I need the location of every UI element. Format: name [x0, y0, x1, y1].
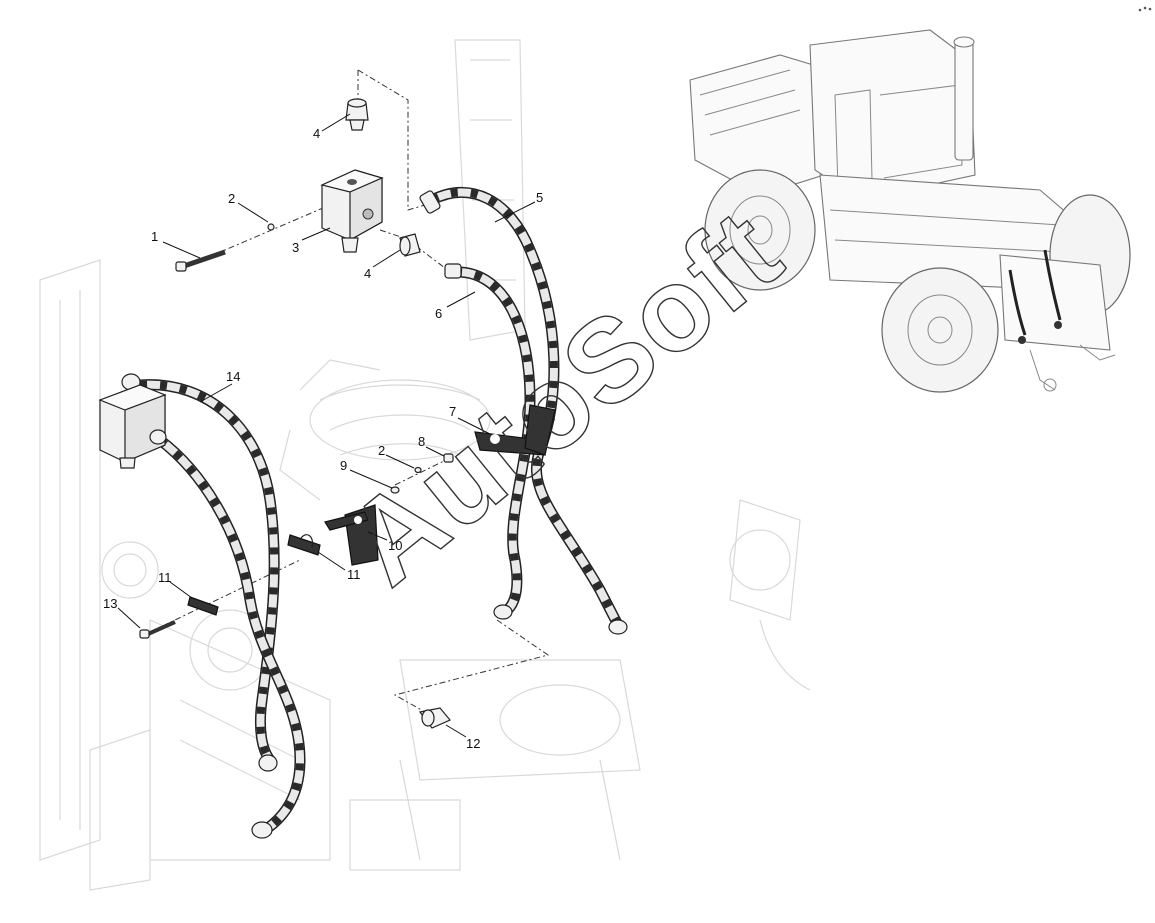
callout-labels: 1 2 3 4 4 5 6 7 2 8 9 10 11 11 12 13 14 — [103, 126, 543, 751]
clamp-11-upper — [287, 534, 321, 556]
callout-9: 9 — [340, 458, 347, 473]
corner-marker — [1138, 6, 1152, 12]
bolt-1 — [175, 249, 226, 272]
callout-4-top: 4 — [313, 126, 320, 141]
bolt-13 — [139, 620, 176, 639]
valve-block-3 — [320, 169, 384, 253]
callout-2-top: 2 — [228, 191, 235, 206]
callout-3: 3 — [292, 240, 299, 255]
leader-lines — [117, 113, 536, 738]
hose-5 — [426, 186, 624, 631]
callout-7: 7 — [449, 404, 456, 419]
washer-2-top — [267, 223, 275, 231]
callout-11-upper: 11 — [347, 567, 361, 582]
fitting-4-top — [345, 98, 369, 131]
hose-fittings — [121, 190, 628, 839]
elbow-12 — [418, 707, 451, 729]
callout-12: 12 — [466, 736, 480, 751]
callout-6: 6 — [435, 306, 442, 321]
callout-8: 8 — [418, 434, 425, 449]
hose-14a — [134, 379, 280, 766]
bracket-7 — [474, 404, 556, 456]
tractor-illustration — [689, 29, 1131, 393]
callout-4-side: 4 — [364, 266, 371, 281]
background-machinery — [39, 39, 811, 891]
callout-10: 10 — [388, 538, 402, 553]
hose-14b — [154, 434, 306, 836]
callout-13: 13 — [103, 596, 117, 611]
callout-11-lower: 11 — [158, 570, 172, 585]
callout-2-lower: 2 — [378, 443, 385, 458]
callout-1: 1 — [151, 229, 158, 244]
callout-14: 14 — [226, 369, 240, 384]
valve-block-14 — [98, 384, 167, 469]
fitting-4-side — [399, 233, 421, 257]
clamp-11-lower — [187, 596, 219, 616]
fasteners-8-2-9 — [390, 453, 454, 494]
callout-5: 5 — [536, 190, 543, 205]
plate-10 — [324, 504, 379, 566]
